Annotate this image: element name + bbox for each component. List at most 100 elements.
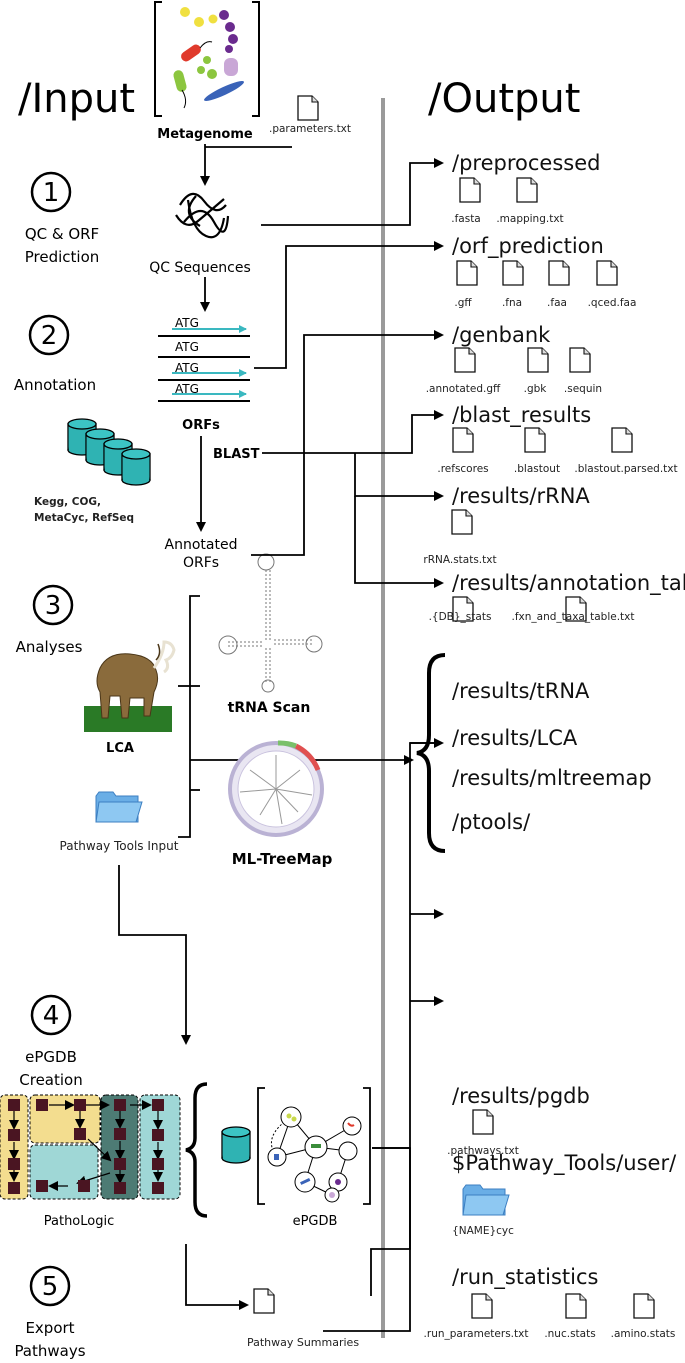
output-dir-genbank: /genbank: [452, 323, 551, 347]
file-icon: [611, 427, 633, 453]
output-dir-pgdb: /results/pgdb: [452, 1084, 590, 1108]
pathologic-diagram: [0, 1094, 181, 1200]
epgdb-database-icon: [221, 1126, 251, 1164]
file-icon: [516, 177, 538, 203]
file-label: .qced.faa: [588, 297, 637, 309]
output-dir-blast-results: /blast_results: [452, 403, 591, 428]
file-icon: [527, 347, 549, 373]
ml-treemap-image: [228, 740, 324, 837]
output-dir-ptools: /ptools/: [452, 810, 531, 834]
epgdb-brace: [185, 1082, 208, 1218]
file-label: .run_parameters.txt: [424, 1328, 529, 1340]
file-icon: [524, 427, 546, 453]
databases-label: MetaCyc, RefSeq: [34, 512, 134, 524]
step-number: 4: [43, 1001, 60, 1031]
step-label: Export: [25, 1319, 74, 1337]
file-label: {NAME}cyc: [452, 1225, 514, 1237]
step-number: 2: [41, 321, 58, 351]
output-dir-orf-prediction: /orf_prediction: [452, 234, 604, 259]
file-label: .gff: [454, 297, 472, 309]
epgdb-network-image: [257, 1087, 371, 1205]
file-label: .blastout.parsed.txt: [574, 463, 677, 475]
output-dir-preprocessed: /preprocessed: [452, 151, 600, 175]
file-icon: [569, 347, 591, 373]
step-number: 1: [43, 178, 60, 208]
step-4: 4 ePGDB Creation: [19, 994, 83, 1089]
file-label: .annotated.gff: [426, 383, 501, 395]
step-1: 1 QC & ORF Prediction: [25, 171, 100, 266]
step-label: Pathways: [14, 1342, 85, 1360]
file-label: rRNA.stats.txt: [423, 554, 496, 566]
step-number: 3: [45, 591, 62, 621]
ml-treemap-label: ML-TreeMap: [232, 850, 333, 868]
file-label: .fasta: [451, 213, 481, 225]
pathway-summaries-file-icon: [253, 1288, 275, 1314]
file-icon: [471, 1293, 493, 1319]
file-icon: [454, 347, 476, 373]
file-icon: [565, 1293, 587, 1319]
output-dir-annotation-tables: /results/annotation_tables: [452, 571, 685, 596]
file-label: .faa: [547, 297, 567, 309]
file-icon: [502, 260, 524, 286]
annotated-orfs-label: Annotated: [165, 537, 238, 553]
file-label: .nuc.stats: [544, 1328, 595, 1340]
output-dir-pathway-tools-user: $Pathway_Tools/user/: [452, 1151, 677, 1176]
pathologic-label: PathoLogic: [44, 1214, 115, 1229]
pathway-tools-input-label: Pathway Tools Input: [60, 839, 179, 853]
parameters-file-icon: [297, 95, 319, 121]
lca-elephant-image: [84, 640, 176, 732]
file-label: .{DB}_stats: [429, 611, 492, 623]
file-label: .sequin: [564, 383, 602, 395]
step-3: 3 Analyses: [16, 584, 83, 656]
step-number: 5: [42, 1272, 59, 1302]
atg-label: ATG: [175, 316, 199, 330]
database-icon: [121, 448, 151, 486]
file-label: .amino.stats: [611, 1328, 676, 1340]
qc-sequences-icon: [175, 192, 230, 239]
step-label: Prediction: [25, 248, 100, 266]
orfs-illustration: ATG ATG ATG ATG: [158, 316, 250, 402]
step-label: Creation: [19, 1071, 82, 1089]
step-label: QC & ORF: [25, 225, 99, 243]
lca-label: LCA: [106, 741, 134, 756]
file-label: .refscores: [437, 463, 488, 475]
file-label: .fna: [502, 297, 522, 309]
orfs-label: ORFs: [182, 418, 220, 433]
annotated-orfs-label: ORFs: [183, 555, 219, 571]
atg-label: ATG: [175, 361, 199, 375]
file-icon: [451, 509, 473, 535]
epgdb-label: ePGDB: [293, 1214, 338, 1229]
qc-sequences-label: QC Sequences: [149, 260, 251, 276]
output-header: /Output: [428, 76, 580, 122]
output-dir-trna: /results/tRNA: [452, 679, 590, 703]
step-label: ePGDB: [25, 1048, 77, 1066]
file-label: .pathways.txt: [447, 1145, 519, 1157]
atg-label: ATG: [175, 382, 199, 396]
file-icon: [633, 1293, 655, 1319]
output-dir-rrna: /results/rRNA: [452, 484, 590, 508]
file-icon: [596, 260, 618, 286]
file-icon: [452, 427, 474, 453]
metagenome-label: Metagenome: [157, 127, 253, 142]
step-label: Analyses: [16, 638, 83, 656]
input-header: /Input: [18, 76, 135, 122]
file-label: .gbk: [524, 383, 548, 395]
output-dir-mltreemap: /results/mltreemap: [452, 766, 652, 790]
databases-label: Kegg, COG,: [34, 496, 101, 508]
pathway-summaries-label: Pathway Summaries: [247, 1336, 359, 1349]
step-2: 2 Annotation: [14, 314, 96, 394]
pathway-tools-folder-icon: [95, 791, 143, 823]
file-label: .blastout: [514, 463, 560, 475]
output-dir-lca: /results/LCA: [452, 726, 578, 750]
metagenome-illustration: [154, 1, 260, 117]
file-label: .mapping.txt: [496, 213, 563, 225]
blast-label: BLAST: [213, 447, 260, 462]
output-dir-run-statistics: /run_statistics: [452, 1265, 598, 1290]
trna-scan-label: tRNA Scan: [228, 700, 311, 716]
step-label: Annotation: [14, 376, 96, 394]
atg-label: ATG: [175, 340, 199, 354]
file-icon: [548, 260, 570, 286]
file-icon: [456, 260, 478, 286]
trna-structure-image: [218, 553, 323, 693]
